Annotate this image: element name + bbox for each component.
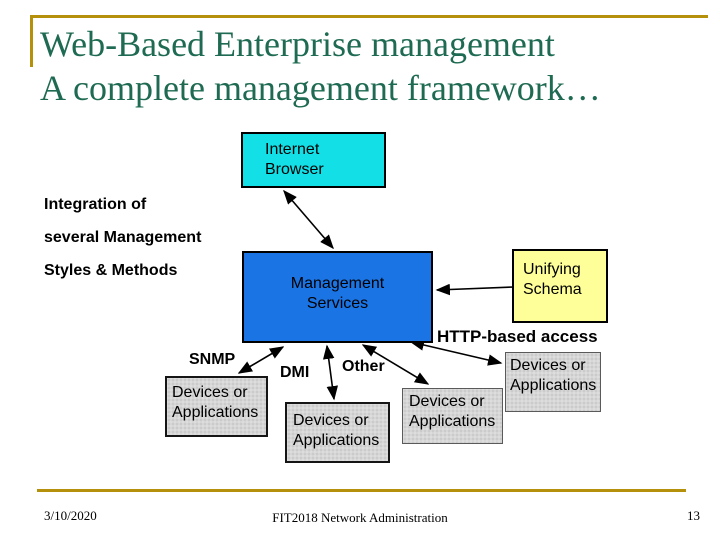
- footer-accent-line: [37, 489, 686, 492]
- management-services-box: Management Services: [242, 251, 433, 343]
- internet-browser-label-line2: Browser: [265, 161, 324, 178]
- devices-label-line1: Devices or: [409, 393, 485, 410]
- title-line-2: A complete management framework…: [40, 68, 601, 108]
- integration-note: Integration of several Management Styles…: [44, 188, 244, 287]
- devices-label-line2: Applications: [409, 413, 496, 430]
- note-line-3: Styles & Methods: [44, 262, 178, 279]
- http-access-label: HTTP-based access: [437, 327, 598, 346]
- dmi-label: DMI: [280, 364, 310, 381]
- footer-course: FIT2018 Network Administration: [272, 510, 448, 525]
- management-services-label-line2: Services: [306, 295, 369, 312]
- note-line-1: Integration of: [44, 196, 147, 213]
- devices-box-other: Devices or Applications: [402, 388, 503, 444]
- devices-box-dmi: Devices or Applications: [285, 402, 390, 463]
- devices-label-line1: Devices or: [510, 357, 586, 374]
- other-label: Other: [342, 358, 385, 375]
- unifying-schema-label-line2: Schema: [523, 281, 582, 298]
- arrow-browser-services: [283, 189, 334, 250]
- footer-page-number: 13: [687, 508, 700, 523]
- arrow-services-snmp-devices: [237, 346, 285, 374]
- left-accent-line: [30, 15, 33, 67]
- internet-browser-label-line1: Internet: [265, 141, 320, 158]
- unifying-schema-label-line1: Unifying: [523, 261, 581, 278]
- footer-date: 3/10/2020: [44, 508, 97, 523]
- arrow-schema-services: [435, 283, 515, 296]
- devices-box-snmp: Devices or Applications: [165, 376, 268, 437]
- top-accent-line: [30, 15, 708, 18]
- devices-label-line1: Devices or: [293, 412, 369, 429]
- devices-label-line2: Applications: [293, 432, 380, 449]
- note-line-2: several Management: [44, 229, 202, 246]
- snmp-label: SNMP: [189, 351, 236, 368]
- internet-browser-box: Internet Browser: [241, 132, 386, 188]
- arrow-services-dmi-devices: [322, 344, 339, 401]
- devices-label-line2: Applications: [172, 404, 259, 421]
- devices-label-line1: Devices or: [172, 384, 248, 401]
- devices-box-http: Devices or Applications: [505, 352, 601, 412]
- unifying-schema-box: Unifying Schema: [512, 249, 608, 323]
- devices-label-line2: Applications: [510, 377, 597, 394]
- slide-title: Web-Based Enterprise management A comple…: [40, 22, 700, 110]
- title-line-1: Web-Based Enterprise management: [40, 24, 555, 64]
- management-services-label-line1: Management: [290, 275, 385, 292]
